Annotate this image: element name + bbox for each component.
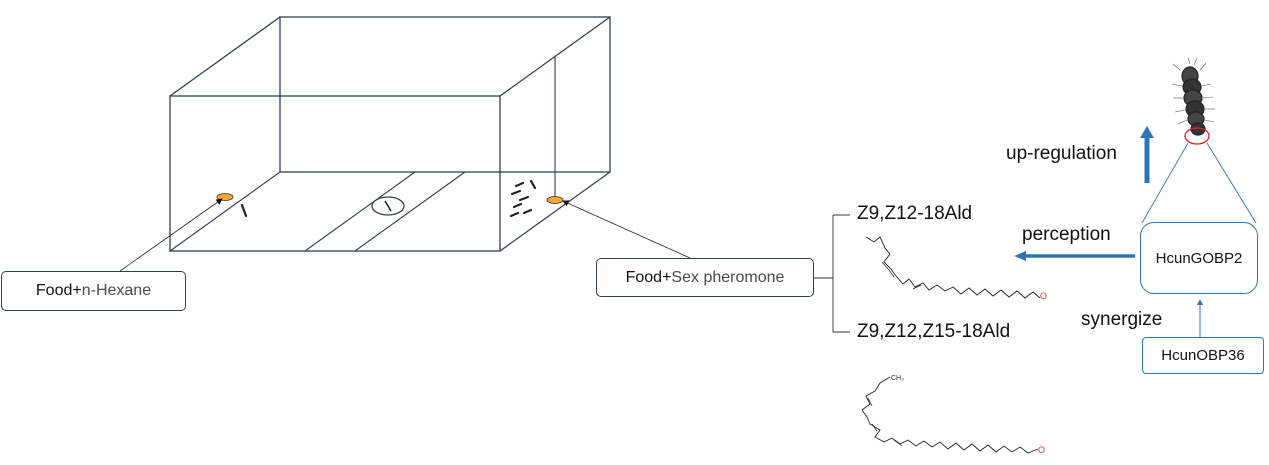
compound1-label: Z9,Z12-18Ald xyxy=(857,203,973,224)
olfactometer-box xyxy=(169,16,611,252)
pheromone-pointer xyxy=(562,200,691,259)
up-regulation-label: up-regulation xyxy=(1006,143,1117,164)
compound2-label: Z9,Z12,Z15-18Ald xyxy=(857,321,1011,342)
food-prefix: Food+ xyxy=(35,282,82,299)
zoom-line-left xyxy=(1141,142,1189,224)
compound-bracket xyxy=(814,214,850,333)
odor-source-pheromone xyxy=(546,196,564,204)
up-arrow-head xyxy=(1140,126,1154,138)
ch3-mark: CH₃ xyxy=(891,375,904,382)
aldehyde-o-1: O xyxy=(1040,291,1047,301)
compound2-structure xyxy=(861,376,1039,454)
zoom-line-right xyxy=(1206,142,1257,224)
food-prefix: Food+ xyxy=(625,268,672,286)
perception-label: perception xyxy=(1022,224,1111,245)
release-insect-icon xyxy=(384,200,392,212)
caterpillar-icon xyxy=(1171,57,1215,136)
moth-cluster-icon xyxy=(509,179,537,218)
compound1-structure xyxy=(865,236,1041,299)
box-back-face xyxy=(279,16,611,173)
perception-arrow-head xyxy=(1014,251,1026,261)
antenna-highlight-circle xyxy=(1184,127,1210,145)
food-sex-pheromone-label: Food+Sex pheromone xyxy=(596,258,814,297)
sex-pheromone-text: Sex pheromone xyxy=(671,268,785,286)
gobp2-box: HcunGOBP2 xyxy=(1140,222,1258,294)
hexane-text: n-Hexane xyxy=(81,282,152,299)
aldehyde-o-2: O xyxy=(1038,445,1045,455)
food-hexane-label: Food+n-Hexane xyxy=(1,271,186,311)
zone-line-left xyxy=(304,171,416,252)
hexane-pointer xyxy=(119,198,223,272)
synergize-label: synergize xyxy=(1081,309,1163,330)
moth-silhouette-icon xyxy=(240,203,248,218)
release-circle xyxy=(371,196,405,216)
obp36-box: HcunOBP36 xyxy=(1142,337,1264,374)
odor-source-hexane xyxy=(216,193,234,201)
zone-line-right xyxy=(354,171,466,252)
box-front-face xyxy=(169,95,501,252)
